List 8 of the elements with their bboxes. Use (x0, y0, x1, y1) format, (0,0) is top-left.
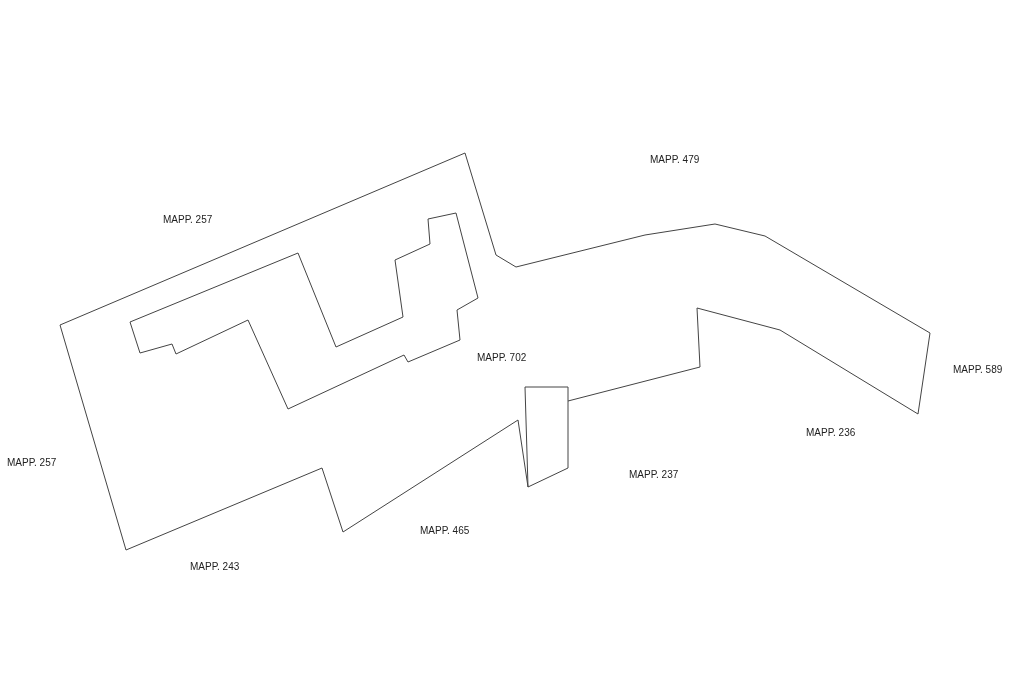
parcel-label: MAPP. 236 (806, 427, 856, 438)
parcel-label: MAPP. 702 (477, 352, 527, 363)
parcel-label: MAPP. 257 (163, 214, 213, 225)
parcel-label: MAPP. 237 (629, 469, 679, 480)
parcel-label: MAPP. 589 (953, 364, 1003, 375)
parcel-label: MAPP. 243 (190, 561, 240, 572)
parcel-label: MAPP. 479 (650, 154, 700, 165)
parcel-label: MAPP. 465 (420, 525, 470, 536)
